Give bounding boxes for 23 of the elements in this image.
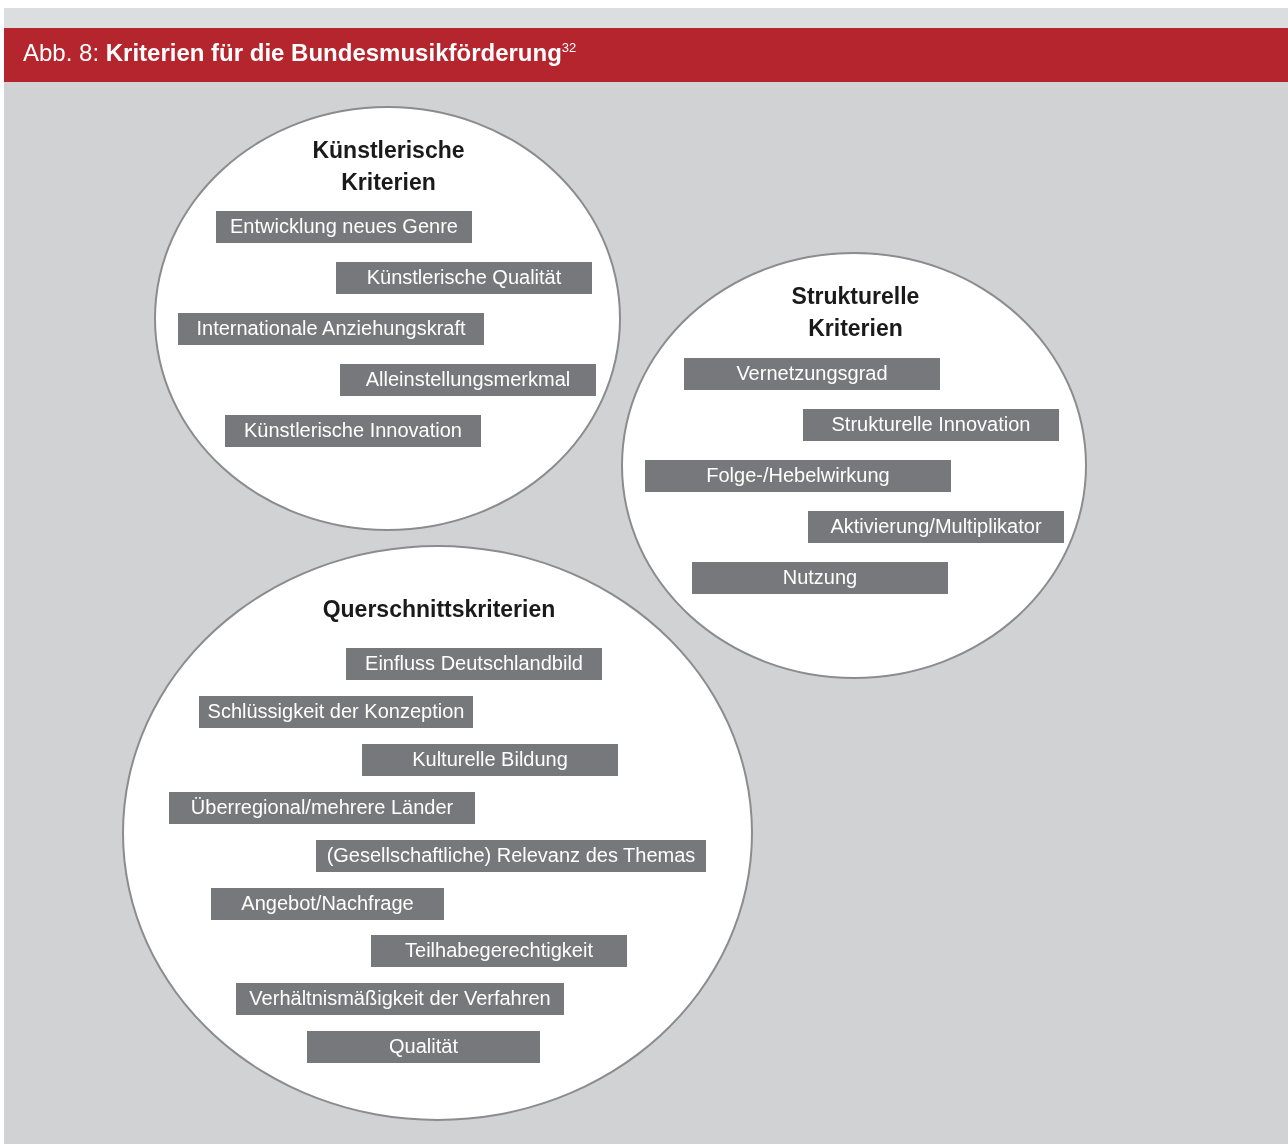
figure-title: Abb. 8: Kriterien für die Bundesmusikförderung$^{32}$: [23, 39, 577, 66]
criterion-label: Aktivierung/Multiplikator: [808, 511, 1064, 543]
criterion-label: Überregional/mehrere Länder: [169, 792, 475, 824]
category-heading: Strukturelle Kriterien: [790, 282, 921, 343]
criterion-label: Verhältnismäßigkeit der Verfahren: [236, 983, 564, 1015]
criterion-label: Teilhabegerechtigkeit: [371, 935, 627, 967]
criterion-label: Kulturelle Bildung: [362, 744, 618, 776]
criterion-label: Alleinstellungsmerkmal: [340, 364, 596, 396]
criterion-label: Einfluss Deutschlandbild: [346, 648, 602, 680]
criterion-label: Angebot/Nachfrage: [211, 888, 444, 920]
criterion-label: Vernetzungsgrad: [684, 358, 940, 390]
criterion-label: Künstlerische Qualität: [336, 262, 592, 294]
criterion-label: Schlüssigkeit der Konzeption: [199, 696, 473, 728]
criterion-label: Entwicklung neues Genre: [216, 211, 472, 243]
category-heading: Querschnittskriterien: [321, 595, 557, 624]
criterion-label: Nutzung: [692, 562, 948, 594]
criterion-label: Qualität: [307, 1031, 540, 1063]
criterion-label: Strukturelle Innovation: [803, 409, 1059, 441]
category-heading: Künstlerische Kriterien: [311, 136, 466, 197]
criterion-label: (Gesellschaftliche) Relevanz des Themas: [316, 840, 706, 872]
criterion-label: Künstlerische Innovation: [225, 415, 481, 447]
criterion-label: Folge-/Hebelwirkung: [645, 460, 951, 492]
criterion-label: Internationale Anziehungskraft: [178, 313, 484, 345]
